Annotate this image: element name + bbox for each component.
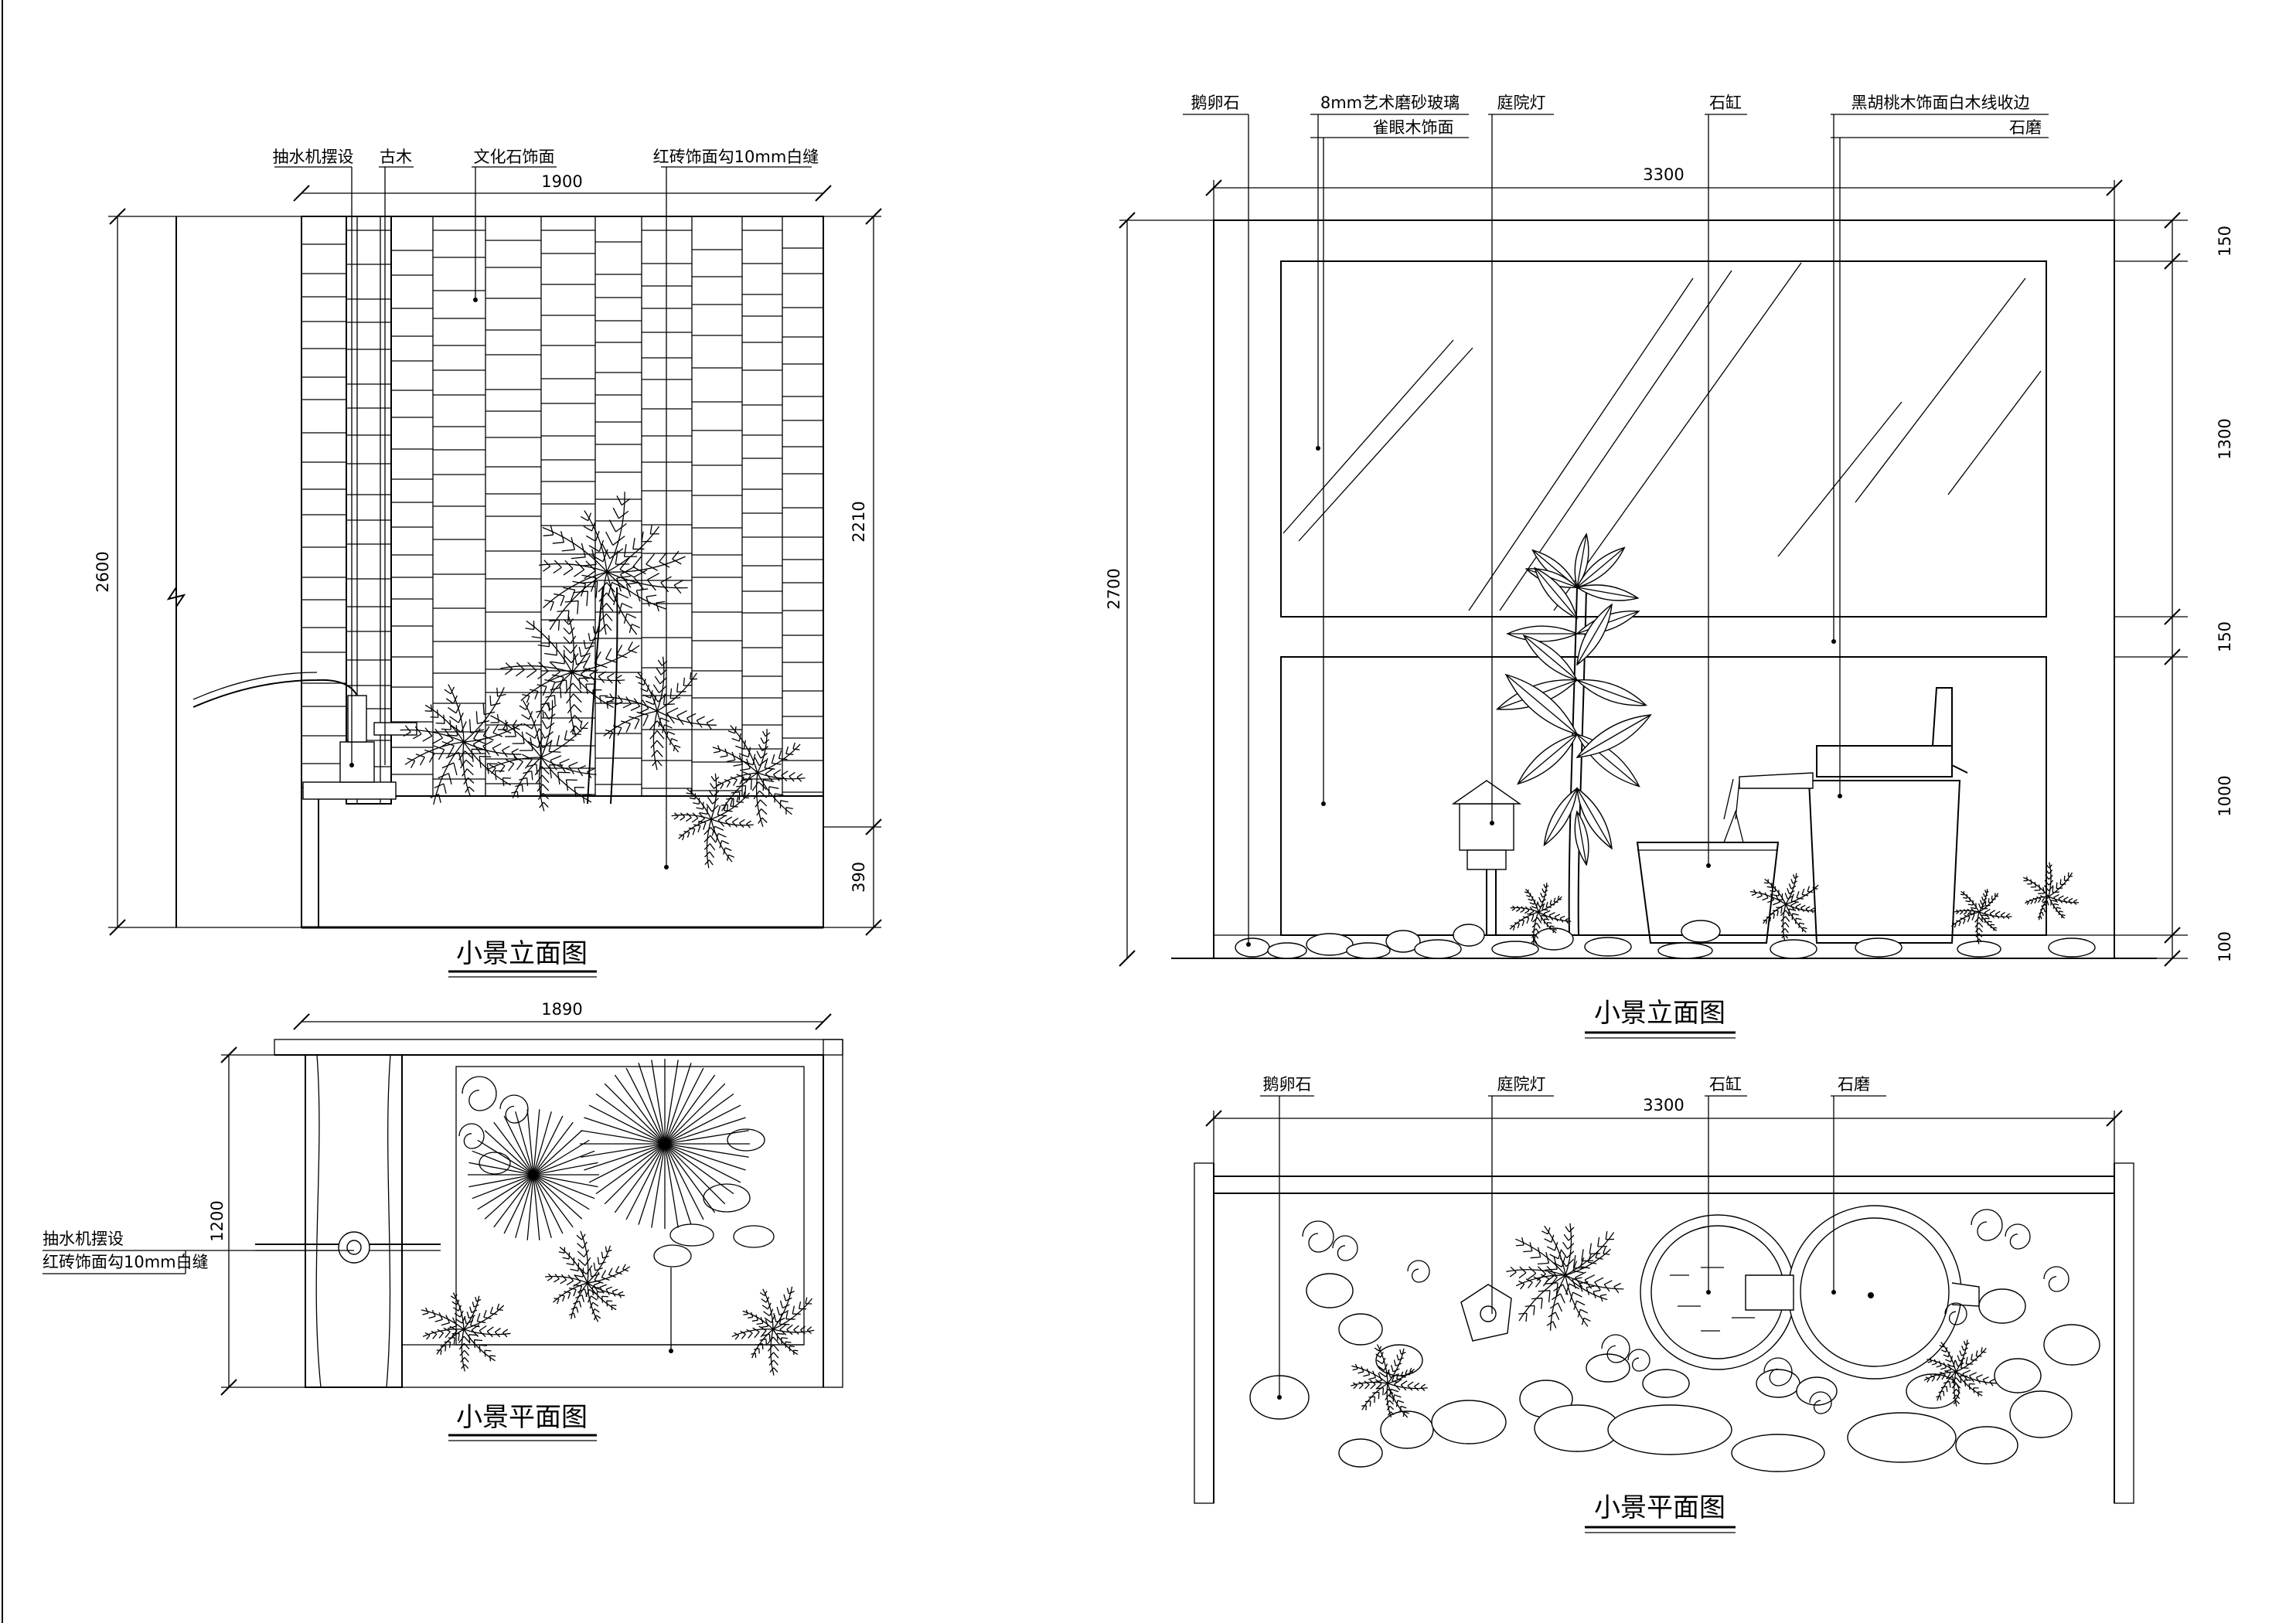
stone-mill [1723,687,1968,944]
label-culture-stone: 文化石饰面 [474,148,555,166]
plan-top-ledge [1213,1176,2115,1194]
plan-label-pump: 抽水机摆设 [43,1230,124,1248]
brick-planter [318,795,824,928]
pump-ornament [192,672,417,800]
label-garden-lamp: 庭院灯 [1497,94,1546,112]
right-elevation-title: 小景立面图 [1594,998,1725,1029]
plan-wall-right [823,1039,843,1388]
dim-right-lower: 390 [850,862,868,893]
plan-wood-trunk [305,1054,403,1388]
plan-dim-top-2: 3300 [1643,1096,1684,1114]
left-elevation: 1900 2600 2210 390 抽水机摆设 古木 文化石饰面 红砖饰面勾1… [94,148,882,978]
old-wood-trunk [346,216,392,805]
left-plan-title: 小景平面图 [456,1402,588,1433]
dim-right-upper: 2210 [850,501,868,542]
garden-lamp [1451,780,1522,935]
frosted-glass [1280,260,2047,618]
plan-label-jar: 石缸 [1709,1075,1742,1094]
left-elevation-plant [400,492,806,869]
elev-dim-r1: 150 [2216,226,2234,257]
left-plan-plants [421,1059,815,1376]
elev-dim-r5: 100 [2216,931,2234,962]
plan-pump [255,1231,441,1264]
right-elevation-plant [1495,532,1652,936]
dim-left: 2600 [94,551,112,592]
plan-label-mill: 石磨 [1838,1075,1870,1094]
dim-top: 1900 [541,172,582,191]
label-pump: 抽水机摆设 [273,148,354,166]
plan-wall-right-2 [2114,1162,2134,1504]
walnut-panel [1280,656,2047,936]
left-elevation-title: 小景立面图 [456,938,588,969]
label-frosted-glass: 8mm艺术磨砂玻璃 [1320,94,1460,112]
label-birdseye-veneer: 雀眼木饰面 [1373,118,1454,137]
elev-dim-left: 2700 [1105,568,1123,609]
plan-wall-left [1194,1162,1214,1504]
plan-dim-top: 1890 [541,1000,582,1019]
label-old-wood: 古木 [380,148,412,166]
stone-wall [301,216,824,928]
stone-courses [301,216,823,796]
right-plan: 3300 鹅卵石 庭院灯 石缸 石磨 小景平面图 [1194,1075,2134,1533]
plan-label-lamp: 庭院灯 [1497,1075,1546,1094]
label-pebble: 鹅卵石 [1191,94,1240,112]
pebbles [1235,862,2096,959]
plan-label-pebble: 鹅卵石 [1263,1075,1312,1094]
elevation-frame [1213,219,2115,959]
plan-garden-lamp [1460,1284,1512,1342]
plan-stone-mill [1745,1205,1980,1380]
elev-dim-top: 3300 [1643,165,1684,184]
plan-stone-jar [1640,1214,1796,1370]
plan-plants [1302,1209,2069,1418]
plan-pebbles [1249,1273,2100,1472]
plan-wall-top [274,1039,843,1056]
left-plan: 1890 1200 抽水机摆设 红砖饰面勾10mm白缝 小景平面图 [43,1000,843,1441]
plan-dim-left: 1200 [208,1200,227,1241]
elev-dim-r4: 1000 [2216,775,2234,816]
elev-dim-r3: 150 [2216,621,2234,652]
label-stone-mill: 石磨 [2009,118,2042,137]
glass-reflections [1283,262,2042,611]
label-stone-jar: 石缸 [1709,94,1742,112]
elev-dim-r2: 1300 [2216,418,2234,459]
stone-jar [1636,809,1780,944]
plan-label-brick: 红砖饰面勾10mm白缝 [43,1253,209,1271]
right-plan-title: 小景平面图 [1594,1492,1725,1523]
label-walnut: 黑胡桃木饰面白木线收边 [1851,94,2030,112]
label-red-brick: 红砖饰面勾10mm白缝 [653,148,819,166]
right-elevation: 3300 2700 150 1300 150 1000 100 [1105,94,2234,1039]
